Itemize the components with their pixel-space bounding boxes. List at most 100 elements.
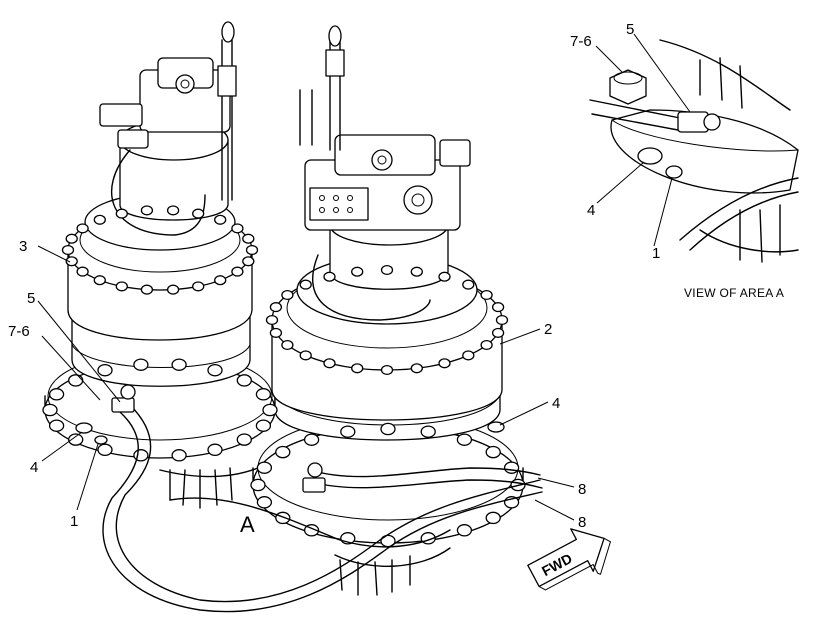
flange-bolt <box>275 445 291 459</box>
inset-callout-5: 5 <box>626 21 634 38</box>
flange-bolt <box>281 339 294 351</box>
flange-bolt <box>76 223 89 234</box>
plug-1-left <box>94 435 108 445</box>
flange-bolt <box>93 275 106 286</box>
flange-bolt <box>351 266 364 277</box>
flange-bolt <box>456 524 473 537</box>
flange-bolt <box>236 433 252 446</box>
left-motor-body <box>99 21 237 221</box>
flange-bolt <box>97 443 113 457</box>
inset-caption: VIEW OF AREA A <box>684 286 784 300</box>
forward-arrow: FWD <box>527 528 612 591</box>
flange-bolt <box>166 284 180 295</box>
flange-bolt <box>456 433 473 446</box>
flange-bolt <box>68 433 84 446</box>
area-a-label: A <box>240 512 255 537</box>
flange-bolt <box>133 358 149 371</box>
flange-bolt <box>236 374 252 387</box>
right-motor-body <box>299 25 471 290</box>
flange-bolt <box>303 433 320 446</box>
flange-bolt <box>93 214 106 225</box>
callout-1-left: 1 <box>70 513 78 530</box>
hose-fitting-left <box>111 384 136 413</box>
flange-bolt <box>462 350 475 361</box>
flange-bolt <box>495 314 509 326</box>
flange-bolt <box>65 256 78 267</box>
flange-bolt <box>281 289 294 301</box>
flange-bolt <box>438 358 451 369</box>
flange-bolt <box>491 327 505 338</box>
flange-bolt <box>42 403 58 417</box>
flange-bolt <box>323 271 336 282</box>
flange-bolt <box>323 358 336 369</box>
hose-fitting-right <box>302 462 326 493</box>
callout-2: 2 <box>544 321 552 338</box>
flange-bolt <box>214 275 227 286</box>
flange-bolt <box>265 314 279 326</box>
flange-bolt <box>207 443 223 457</box>
flange-bolt <box>255 388 272 401</box>
flange-bolt <box>48 419 65 432</box>
flange-bolt <box>299 350 312 361</box>
flange-bolt <box>269 302 283 313</box>
flange-bolt <box>140 284 154 295</box>
flange-bolt <box>192 208 205 219</box>
flange-bolt <box>410 363 423 374</box>
callout-4-right: 4 <box>552 395 560 412</box>
flange-bolt <box>380 364 394 376</box>
flange-bolt <box>269 327 283 338</box>
flange-bolt <box>380 422 396 436</box>
flange-bolt <box>299 279 312 290</box>
flange-bolt <box>166 205 180 216</box>
callout-8-upper: 8 <box>578 481 586 498</box>
leader-lines <box>37 245 575 521</box>
flange-bolt <box>250 478 266 492</box>
flange-bolt <box>97 363 113 377</box>
flange-bolt <box>480 339 493 351</box>
flange-bolt <box>115 208 128 219</box>
flange-bolt <box>262 403 278 417</box>
flange-bolt <box>256 496 273 509</box>
flange-bolt <box>65 233 78 244</box>
inset-callout-1: 1 <box>652 245 660 262</box>
flange-bolt <box>340 425 356 438</box>
flange-bolt <box>503 461 520 474</box>
flange-bolt <box>480 289 493 301</box>
flange-bolt <box>231 223 244 234</box>
drain-hoses <box>102 404 543 613</box>
flange-bolt <box>61 244 75 256</box>
callout-4-left: 4 <box>30 459 38 476</box>
flange-bolt <box>214 214 227 225</box>
flange-bolt <box>485 445 501 459</box>
flange-bolt <box>245 244 259 256</box>
inset-callout-4: 4 <box>587 202 595 219</box>
plug-4-left <box>75 422 93 434</box>
flange-bolt <box>115 281 128 292</box>
flange-bolt <box>242 233 255 244</box>
right-pilot-hose <box>312 254 431 321</box>
callout-7-6-left: 7-6 <box>8 323 30 340</box>
flange-bolt <box>351 363 364 374</box>
plug-4-right <box>487 421 505 433</box>
flange-bolt <box>410 266 423 277</box>
flange-bolt <box>485 511 501 525</box>
left-swing-drive <box>44 21 276 509</box>
right-ring-gear <box>334 547 451 596</box>
flange-bolt <box>231 266 244 277</box>
flange-bolt <box>140 205 154 216</box>
flange-bolt <box>48 388 65 401</box>
inset-view-area-a: 7-6 5 4 1 VIEW OF AREA A <box>570 21 799 300</box>
callout-8-lower: 8 <box>578 514 586 531</box>
callout-5-left: 5 <box>27 290 35 307</box>
flange-bolt <box>192 281 205 292</box>
flange-bolt <box>171 449 187 462</box>
flange-bolt <box>76 266 89 277</box>
flange-bolt <box>242 256 255 267</box>
flange-bolt <box>255 419 272 432</box>
flange-bolt <box>380 264 394 276</box>
flange-bolt <box>68 374 84 387</box>
right-swing-drive <box>252 25 524 596</box>
flange-bolt <box>462 279 475 290</box>
flange-bolt-rings <box>42 205 526 548</box>
